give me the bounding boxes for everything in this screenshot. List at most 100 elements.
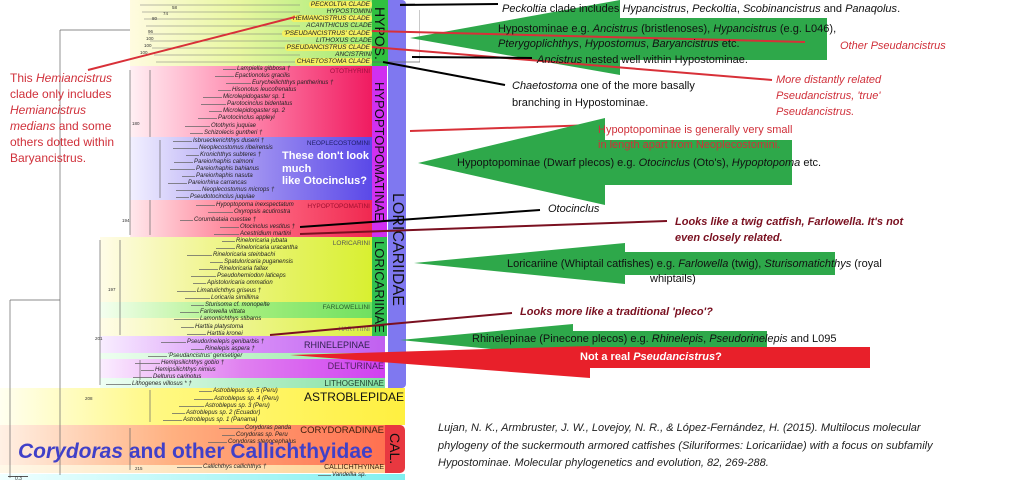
- pointer-line-peckoltia: [399, 3, 499, 6]
- node-support-value: 100: [144, 43, 152, 48]
- node-support-value: 201: [95, 336, 103, 341]
- note-hypoptopominae: Hypoptopominae (Dwarf plecos) e.g. Otoci…: [457, 157, 822, 169]
- tree-branches: [9, 3, 420, 478]
- node-support-value: 197: [108, 287, 116, 292]
- clade-label: PSEUDANCISTRUS CLADE: [284, 44, 372, 51]
- note-otocinclus: Otocinclus: [548, 203, 600, 215]
- species-label: Oxyropsis acutirostra: [234, 209, 291, 215]
- red-arrow-not-real: [290, 346, 870, 378]
- species-label: Hisonotus leucofrenatus: [232, 87, 297, 93]
- band-otothyrini: [130, 66, 373, 137]
- species-label: Lamontichthys stibaros: [200, 316, 262, 322]
- clade-label: ANCISTRINI: [335, 51, 372, 58]
- clade-label: LITHOXUS CLADE: [316, 37, 372, 44]
- species-label: Corydoras panda: [245, 425, 292, 431]
- pointer-line-twig: [299, 220, 668, 235]
- bar-loricariinae: LORICARIINAE: [372, 237, 387, 336]
- species-label: Astroblepus sp. 1 (Panama): [183, 417, 258, 423]
- species-label: Corydoras stenocephalus: [228, 439, 297, 445]
- node-support-value: 58: [172, 5, 178, 10]
- species-label: Parotocinclus bidentatus: [227, 101, 293, 107]
- species-label: Epactionotus gracilis: [235, 73, 291, 79]
- species-label: Parotocinclus appleyi: [218, 115, 275, 121]
- tribe-loricarini: LORICARINI: [332, 240, 370, 247]
- node-support-value: 194: [122, 218, 130, 223]
- species-label: Rineloricaria jubata: [236, 238, 288, 244]
- green-arrow-loricariinae: [414, 243, 835, 284]
- tribe-callichthyinae: CALLICHTHYINAE: [324, 464, 384, 471]
- species-label: Neoplecostomus ribeirensis: [199, 145, 273, 151]
- species-label: Neoplecostomus microps †: [202, 187, 275, 193]
- species-label: Kronichthys subteres †: [200, 152, 262, 158]
- tribe-delturinae: DELTURINAE: [327, 361, 384, 371]
- species-label: Sturisoma cf. monopelte: [205, 302, 270, 308]
- band-rhinelepinae: [100, 336, 385, 353]
- species-label: Hemipsilichthys gobio †: [161, 360, 225, 366]
- note-loricariinae: Loricariine (Whiptail catfishes) e.g. Fa…: [507, 258, 882, 285]
- pointer-line-pleco: [269, 312, 513, 336]
- species-label: Rinelepis aspera †: [205, 346, 255, 352]
- species-label: 'Pseudancistrus' genisetiger: [168, 353, 243, 359]
- species-label: Harttia kronei: [207, 331, 243, 337]
- species-label: Astroblepus sp. 3 (Peru): [205, 403, 270, 409]
- species-label: Microlepidogaster sp. 2: [223, 108, 286, 114]
- tribe-otothyrini: OTOTHYRINI: [330, 68, 370, 75]
- node-support-value: 100: [140, 50, 148, 55]
- species-label: Pareiorhaphis calmoni: [194, 159, 254, 165]
- band-hypoptopomatini: [130, 200, 373, 237]
- tribe-farlowellini: FARLOWELLINI: [322, 304, 370, 311]
- pointer-line-otocinclus: [299, 209, 541, 228]
- band-callichthyinae: [0, 465, 385, 473]
- bar-hypos: HYPOS.: [372, 0, 388, 66]
- species-label: Astroblepus sp. 4 (Peru): [214, 396, 279, 402]
- corydoras-title: Corydoras and other Callichthyidae: [18, 440, 373, 463]
- species-label: Pseudorinelepis genibarbis †: [187, 339, 265, 345]
- cal-label: CAL.: [387, 433, 403, 465]
- species-label: Eurycheilichthys pantherinus †: [252, 80, 334, 86]
- note-hypostominae: Hypostominae e.g. Ancistrus (bristlenose…: [498, 23, 837, 50]
- band-neoplecostomini: [130, 137, 373, 200]
- phylogeny-branches: [9, 3, 420, 478]
- species-label: Lampiella gibbosa †: [237, 66, 291, 72]
- band-vandellia: [0, 474, 405, 480]
- pointer-line-other-pseudancistrus: [371, 30, 806, 43]
- species-label: Corydoras sp. Peru: [236, 432, 288, 438]
- note-hemiancistrus: This Hemiancistrus clade only includes H…: [10, 71, 115, 165]
- species-label: Isbrueckerichthys duseni †: [193, 138, 265, 144]
- clade-label: PECKOLTIA CLADE: [308, 1, 372, 8]
- clade-label: ACANTHICUS CLADE: [306, 22, 372, 29]
- clade-label: HYPOSTOMINI: [326, 8, 372, 15]
- species-label: Microlepidogaster sp. 1: [223, 94, 286, 100]
- node-support-value: 100: [146, 36, 154, 41]
- species-label: Lithogenes villosus * †: [132, 381, 192, 387]
- species-label: Vandellia sp.: [332, 472, 367, 478]
- species-label: Hypoptopoma inexspectatum: [216, 202, 294, 208]
- species-label: Callichthys callichthys †: [203, 464, 267, 470]
- band-farlowellini: [100, 302, 373, 318]
- species-label: Pareiorhaphis nasuta: [196, 173, 253, 179]
- species-label: Farlowella vittata: [200, 309, 246, 315]
- species-label: Pseudohemiodon laticeps: [217, 273, 286, 279]
- scale-label: 0.3: [15, 476, 22, 482]
- node-support-value: 96: [148, 29, 154, 34]
- bar-hypoptopomatinae: HYPOPTOPOMATINAE: [372, 66, 387, 237]
- species-label: Limatulichthys griseus †: [197, 288, 262, 294]
- note-traditional-pleco: Looks more like a traditional 'pleco'?: [520, 306, 713, 318]
- scale-bar: [8, 476, 28, 477]
- species-label: Pareiorhaphis bahianus: [196, 166, 260, 172]
- tribe-astroblepidae: ASTROBLEPIDAE: [303, 390, 404, 404]
- pointer-line-hypo-small: [409, 124, 596, 132]
- species-label: Astroblepus sp. 2 (Ecuador): [186, 410, 261, 416]
- species-label: Rineloricaria fallax: [219, 266, 269, 272]
- tribe-harttiini: HARTTIINI: [338, 326, 370, 333]
- node-support-value: 180: [132, 121, 140, 126]
- node-support-value: 74: [163, 11, 169, 16]
- species-label: Otothyris juquiae: [211, 123, 257, 129]
- note-other-pseudancistrus: Other Pseudancistrus: [840, 40, 946, 52]
- species-label: Hemipsilichthys nimius: [155, 367, 216, 373]
- tribe-neoplecostomini: NEOPLECOSTOMINI: [306, 140, 370, 147]
